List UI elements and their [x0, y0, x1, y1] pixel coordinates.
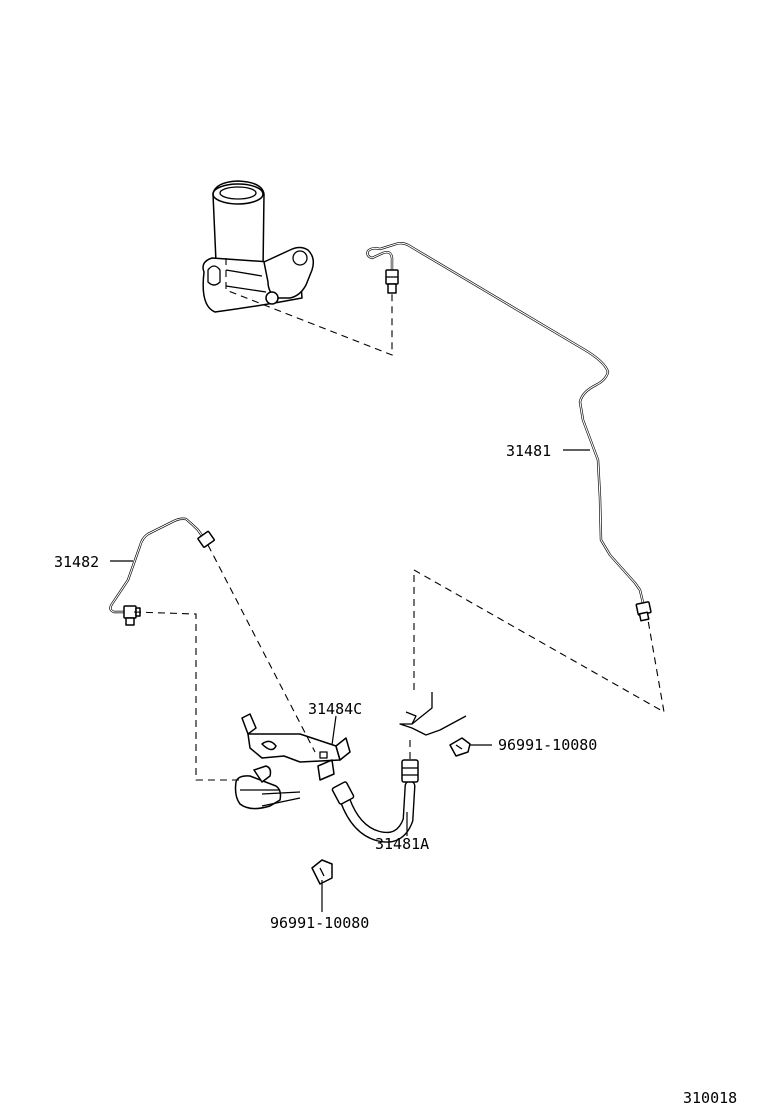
leader-lines	[110, 449, 590, 912]
label-96991-10080-right: 96991-10080	[498, 736, 597, 754]
illustration-number: 310018	[683, 1089, 737, 1107]
connection-lines	[133, 258, 665, 781]
label-31482: 31482	[54, 553, 99, 571]
label-31481a: 31481A	[375, 835, 429, 853]
clip-96991-10080-lower	[311, 859, 333, 885]
clutch-master-cylinder	[202, 180, 315, 313]
label-31484c: 31484C	[308, 700, 362, 718]
clip-96991-10080-right	[449, 737, 471, 757]
body-bracket	[399, 692, 467, 736]
bracket-31484c	[241, 713, 351, 781]
label-96991-10080-lower: 96991-10080	[270, 914, 369, 932]
clutch-tube-31481	[366, 242, 652, 622]
label-31481: 31481	[506, 442, 551, 460]
clutch-tube-31482	[109, 517, 215, 626]
flexible-hose-31481a	[331, 759, 419, 843]
release-cylinder	[234, 765, 301, 810]
